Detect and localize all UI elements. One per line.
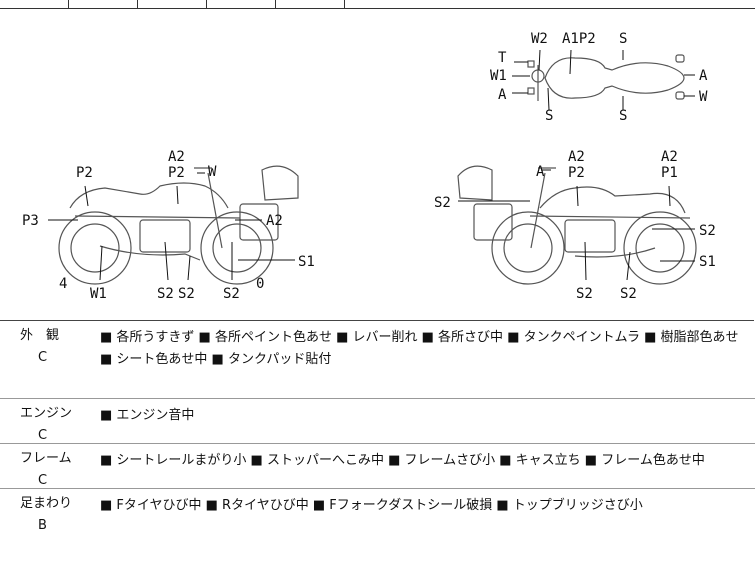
category-label: 外 観	[20, 328, 60, 343]
left-label-9: W1	[90, 286, 107, 302]
top-label-6: A	[498, 87, 507, 103]
category-label: 足まわり	[20, 496, 73, 511]
condition-items: ■ エンジン音中	[100, 408, 195, 423]
right-label-7: S2	[699, 223, 716, 239]
category-cell: 外 観 C	[20, 327, 90, 367]
grade-label: B	[38, 518, 47, 533]
right-label-6: S2	[434, 195, 451, 211]
condition-items: ■ Fタイヤひび中 ■ Rタイヤひび中 ■ Fフォークダストシール破損 ■ トッ…	[100, 498, 643, 513]
condition-row-engine: エンジン C ■ エンジン音中	[0, 399, 755, 444]
left-label-13: 0	[256, 276, 264, 292]
top-label-5: W1	[490, 68, 507, 84]
grade-label: C	[38, 473, 48, 488]
left-label-3: P2	[168, 165, 185, 181]
top-label-7: S	[545, 108, 553, 124]
top-label-1: W2	[531, 31, 548, 47]
category-label: フレーム	[20, 451, 72, 466]
left-label-1: A2	[168, 149, 185, 165]
condition-items: ■ シートレールまがり小 ■ ストッパーへこみ中 ■ フレームさび小 ■ キャス…	[100, 453, 705, 468]
right-label-9: S2	[576, 286, 593, 302]
category-cell: 足まわり B	[20, 495, 90, 535]
condition-row-frame: フレーム C ■ シートレールまがり小 ■ ストッパーへこみ中 ■ フレームさび…	[0, 444, 755, 489]
left-label-12: S2	[223, 286, 240, 302]
motorcycle-diagram: W2 A1P2 S T W1 A S S A W A2 P2 P2 W P3 A…	[22, 31, 716, 302]
left-label-10: S2	[157, 286, 174, 302]
left-label-8: 4	[59, 276, 67, 292]
top-label-3: S	[619, 31, 627, 47]
category-label: エンジン	[20, 406, 73, 421]
top-label-8: S	[619, 108, 627, 124]
top-label-10: W	[699, 89, 708, 105]
left-label-6: A2	[266, 213, 283, 229]
left-label-4: W	[208, 164, 217, 180]
top-view-motorcycle	[527, 54, 685, 101]
left-label-2: P2	[76, 165, 93, 181]
right-view-motorcycle	[457, 165, 697, 285]
top-label-4: T	[498, 50, 507, 66]
right-label-3: P2	[568, 165, 585, 181]
right-label-8: S1	[699, 254, 716, 270]
condition-items: ■ 各所うすきず ■ 各所ペイント色あせ ■ レバー削れ ■ 各所さび中 ■ タ…	[100, 330, 739, 367]
left-label-7: S1	[298, 254, 315, 270]
top-label-2: A1P2	[562, 31, 596, 47]
right-label-2: A	[536, 164, 545, 180]
right-label-4: A2	[661, 149, 678, 165]
left-label-11: S2	[178, 286, 195, 302]
top-label-9: A	[699, 68, 708, 84]
grade-label: C	[38, 428, 48, 443]
damage-diagram: W2 A1P2 S T W1 A S S A W A2 P2 P2 W P3 A…	[0, 8, 754, 321]
right-label-1: A2	[568, 149, 585, 165]
condition-row-exterior: 外 観 C ■ 各所うすきず ■ 各所ペイント色あせ ■ レバー削れ ■ 各所さ…	[0, 321, 755, 399]
left-label-5: P3	[22, 213, 39, 229]
category-cell: フレーム C	[20, 450, 90, 490]
previous-table-edge	[0, 0, 755, 9]
condition-row-suspension: 足まわり B ■ Fタイヤひび中 ■ Rタイヤひび中 ■ Fフォークダストシール…	[0, 489, 755, 560]
right-label-5: P1	[661, 165, 678, 181]
category-cell: エンジン C	[20, 405, 90, 445]
left-view-motorcycle	[58, 165, 299, 285]
right-label-10: S2	[620, 286, 637, 302]
grade-label: C	[38, 350, 48, 365]
